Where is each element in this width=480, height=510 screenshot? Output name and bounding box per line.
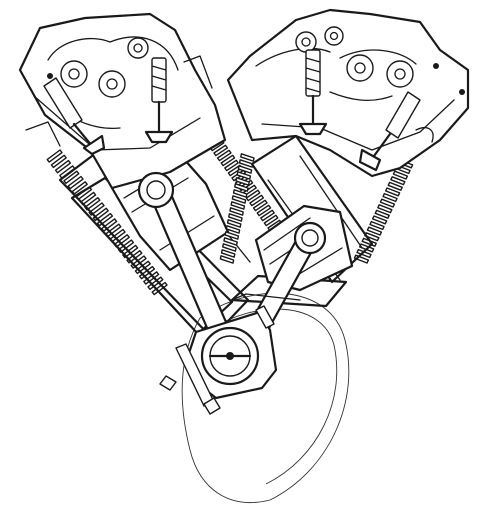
cooling-fin xyxy=(232,189,248,198)
cooling-fin xyxy=(229,207,244,216)
cooling-fin xyxy=(249,194,265,207)
cooling-fin xyxy=(369,220,385,231)
cooling-fin xyxy=(231,195,247,204)
cooling-fin xyxy=(213,144,229,157)
cooling-fin xyxy=(390,176,406,186)
cooling-fin xyxy=(220,249,236,258)
cooling-fin xyxy=(225,225,241,234)
cooling-fin xyxy=(237,165,253,174)
lower-linkage xyxy=(231,293,301,301)
cooling-fin xyxy=(50,154,67,169)
rear-cylinder-head xyxy=(226,8,470,178)
front-exhaust-valve xyxy=(144,57,174,144)
cooling-fin xyxy=(228,213,243,222)
cooling-fin xyxy=(366,226,383,236)
cooling-fin xyxy=(260,209,275,222)
cooling-fin xyxy=(223,237,238,246)
cooling-fin xyxy=(220,154,236,167)
rear-cylinder xyxy=(219,8,470,308)
cooling-fin xyxy=(235,177,250,186)
cooling-fin xyxy=(252,199,268,212)
crankpin-big-end xyxy=(159,305,278,415)
cooling-fin xyxy=(371,215,388,225)
rear-exhaust-valve xyxy=(298,49,328,136)
cooling-fin xyxy=(226,219,242,228)
cooling-fin xyxy=(84,197,101,211)
rear-cylinder-left-fins xyxy=(219,153,255,264)
cooling-fin xyxy=(387,181,403,191)
cooling-fin xyxy=(234,183,249,192)
cooling-fin xyxy=(219,255,235,264)
cooling-fin xyxy=(379,198,396,208)
rear-cylinder-right-fins xyxy=(353,159,414,264)
cooling-fin xyxy=(216,149,232,162)
cooling-fin xyxy=(67,175,84,190)
cooling-fin xyxy=(224,159,239,172)
cooling-fin xyxy=(230,201,246,210)
cooling-fin xyxy=(384,187,401,197)
cooling-fin xyxy=(88,202,105,216)
cooling-fin xyxy=(240,153,255,162)
rear-intake-valve xyxy=(358,91,421,172)
front-cylinder-head xyxy=(18,12,227,190)
front-connecting-rod xyxy=(137,171,240,360)
cooling-fin xyxy=(245,189,261,202)
cooling-fin xyxy=(54,159,72,174)
cooling-fin xyxy=(356,248,372,259)
cooling-fin xyxy=(236,171,252,180)
cooling-fin xyxy=(263,214,279,227)
cooling-fin xyxy=(224,231,240,240)
cooling-fin xyxy=(374,209,390,219)
front-intake-valve xyxy=(43,77,106,156)
cooling-fin xyxy=(392,170,409,180)
cooling-fin xyxy=(46,149,63,163)
cooling-fin xyxy=(222,243,237,252)
cooling-fin xyxy=(377,204,393,214)
cooling-fin xyxy=(382,192,398,203)
cooling-fin xyxy=(256,204,272,217)
cooling-fin xyxy=(63,170,80,185)
